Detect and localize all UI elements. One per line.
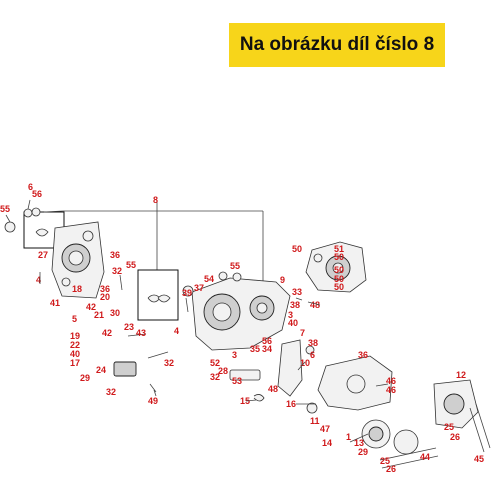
callout-18: 18 [72,284,82,294]
part-8-bracket [23,200,264,321]
callout-44: 44 [420,452,430,462]
left-crankcase [51,221,105,299]
right-crankcase [182,271,291,351]
callout-36: 36 [100,284,110,294]
callout-23: 23 [124,322,134,332]
callout-14: 14 [322,438,332,448]
callout-25: 25 [380,456,390,466]
callout-56: 56 [32,189,42,199]
callout-41: 40 [70,349,80,359]
callout-8: 8 [153,195,158,205]
callout-47: 48 [310,300,320,310]
callout-42: 42 [86,302,96,312]
callout-1: 1 [346,432,351,442]
callout-39: 39 [182,288,192,298]
callout-21: 20 [100,292,110,302]
callout-34: 34 [262,344,272,354]
callout-15: 15 [240,396,250,406]
callout-46: 46 [386,376,396,386]
callout-43: 42 [102,328,112,338]
callout-36: 36 [110,250,120,260]
starter-cover [433,379,479,429]
callout-55: 55 [230,261,240,271]
callout-13: 13 [354,438,364,448]
callout-5: 5 [72,314,77,324]
crankcase-cover [306,355,393,414]
callout-27: 27 [38,250,48,260]
callout-33: 33 [292,287,302,297]
small-parts [113,253,323,402]
callout-24: 24 [96,365,106,375]
callout-55: 55 [126,260,136,270]
callout-55: 55 [0,204,10,214]
callout-3: 3 [288,310,293,320]
callout-30: 30 [110,308,120,318]
callout-38: 38 [290,300,300,310]
callout-17: 17 [70,358,80,368]
callout-29: 29 [358,447,368,457]
crankshaft-bearing-box [147,294,171,303]
transmission-cover [305,241,367,293]
callout-26: 26 [450,432,460,442]
callout-54: 54 [204,274,214,284]
callout-40: 40 [288,318,298,328]
callout-43: 43 [136,328,146,338]
part-number-banner: Na obrázku díl číslo 8 [229,23,445,67]
callout-4: 4 [174,326,179,336]
callout-20: 22 [70,340,80,350]
shafts [379,403,491,469]
callout-19: 19 [70,331,80,341]
gasket [277,339,303,397]
callout-51: 51 [334,244,344,254]
callout-9: 9 [280,275,285,285]
callout-28: 28 [218,366,228,376]
callout-50: 50 [292,244,302,254]
callout-32: 32 [112,266,122,276]
callout-6: 6 [28,182,33,192]
callout-16: 16 [286,399,296,409]
callout-35: 35 [250,344,260,354]
callout-42: 41 [50,298,60,308]
callout-49: 49 [148,396,158,406]
callout-37: 37 [194,283,204,293]
callout-50: 50 [334,282,344,292]
callout-6: 6 [310,350,315,360]
callout-32: 32 [106,387,116,397]
callout-31: 29 [80,373,90,383]
callout-38: 38 [308,338,318,348]
callout-11: 11 [310,416,320,426]
callout-36: 36 [358,350,368,360]
callout-4: 4 [36,275,41,285]
callout-53: 53 [232,376,242,386]
callout-32: 32 [164,358,174,368]
seal-group-top-left [4,207,49,237]
callout-46: 47 [320,424,330,434]
banner-text: Na obrázku díl číslo 8 [239,34,435,55]
callout-50: 50 [334,265,344,275]
callout-10: 10 [300,358,310,368]
callout-12: 12 [456,370,466,380]
callout-26: 26 [386,464,396,474]
callout-50: 50 [334,274,344,284]
callout-44: 45 [474,454,484,464]
callout-48: 48 [268,384,278,394]
callout-3: 3 [232,350,237,360]
callout-22: 21 [94,310,104,320]
callout-labels: 6 56 55 8 27 4 36 32 55 36 18 20 41 42 2… [0,182,484,474]
leader-lines [5,199,389,443]
callout-52: 52 [210,358,220,368]
callout-50: 50 [334,252,344,262]
callout-56: 56 [262,336,272,346]
callout-7: 7 [300,328,305,338]
callout-45: 46 [386,385,396,395]
callout-25: 25 [444,422,454,432]
callout-32: 32 [210,372,220,382]
starter-spring [361,419,419,455]
